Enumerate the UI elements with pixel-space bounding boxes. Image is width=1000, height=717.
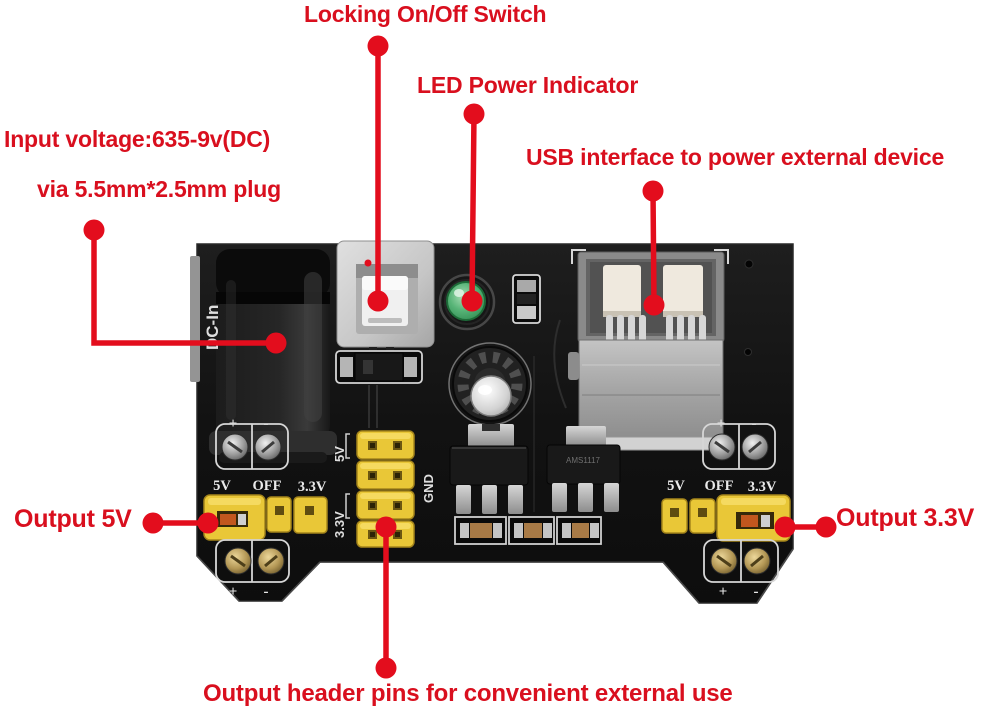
filter-capacitor: [448, 342, 532, 426]
locking-switch: [336, 240, 435, 359]
label-locking-switch: Locking On/Off Switch: [304, 1, 547, 27]
label-input-voltage-line1: Input voltage:635-9v(DC): [4, 126, 271, 152]
right-jumper-3v3: [661, 494, 791, 542]
regulator-marking: AMS1117: [566, 456, 600, 465]
left-bottom-screw-terminal: [215, 539, 290, 583]
left-rail-3v3: 3.3V: [298, 479, 327, 495]
smd-resistor-row: [454, 516, 602, 545]
left-jumper-5v: [203, 494, 328, 541]
right-rail-off: OFF: [705, 478, 734, 494]
label-usb-interface: USB interface to power external device: [526, 144, 945, 170]
smd-resistor-led: [512, 274, 541, 324]
label-output-5v: Output 5V: [14, 505, 132, 533]
regulator-5v: [449, 424, 529, 514]
right-rail-5v: 5V: [667, 478, 685, 494]
dc-in-label: DC-In: [203, 305, 222, 350]
left-rail-off: OFF: [253, 478, 282, 494]
right-bottom-plus: +: [719, 584, 728, 600]
label-output-3v3: Output 3.3V: [836, 504, 975, 532]
header-gnd-label: GND: [421, 474, 436, 503]
label-led-indicator: LED Power Indicator: [417, 72, 639, 98]
annotation-lines: [83, 35, 837, 679]
regulator-3v3: AMS1117: [546, 426, 621, 512]
left-top-screw-terminal: [215, 423, 289, 470]
smd-diode: [335, 350, 423, 428]
header-5v-label: 5V: [332, 446, 347, 462]
right-rail-3v3: 3.3V: [748, 479, 777, 495]
right-bottom-screw-terminal: [703, 539, 779, 583]
left-wing: + - 5V OFF 3.3V: [203, 416, 328, 600]
left-bottom-plus: +: [229, 584, 238, 600]
right-bottom-minus: -: [754, 584, 759, 600]
label-header-pins: Output header pins for convenient extern…: [203, 680, 733, 707]
left-rail-5v: 5V: [213, 478, 231, 494]
right-top-screw-terminal: [702, 423, 776, 470]
header-3v3-label: 3.3V: [332, 511, 347, 538]
label-input-voltage-line2: via 5.5mm*2.5mm plug: [37, 176, 281, 202]
right-wing: + - 5V OFF 3.3V: [661, 416, 791, 600]
left-bottom-minus: -: [264, 584, 269, 600]
